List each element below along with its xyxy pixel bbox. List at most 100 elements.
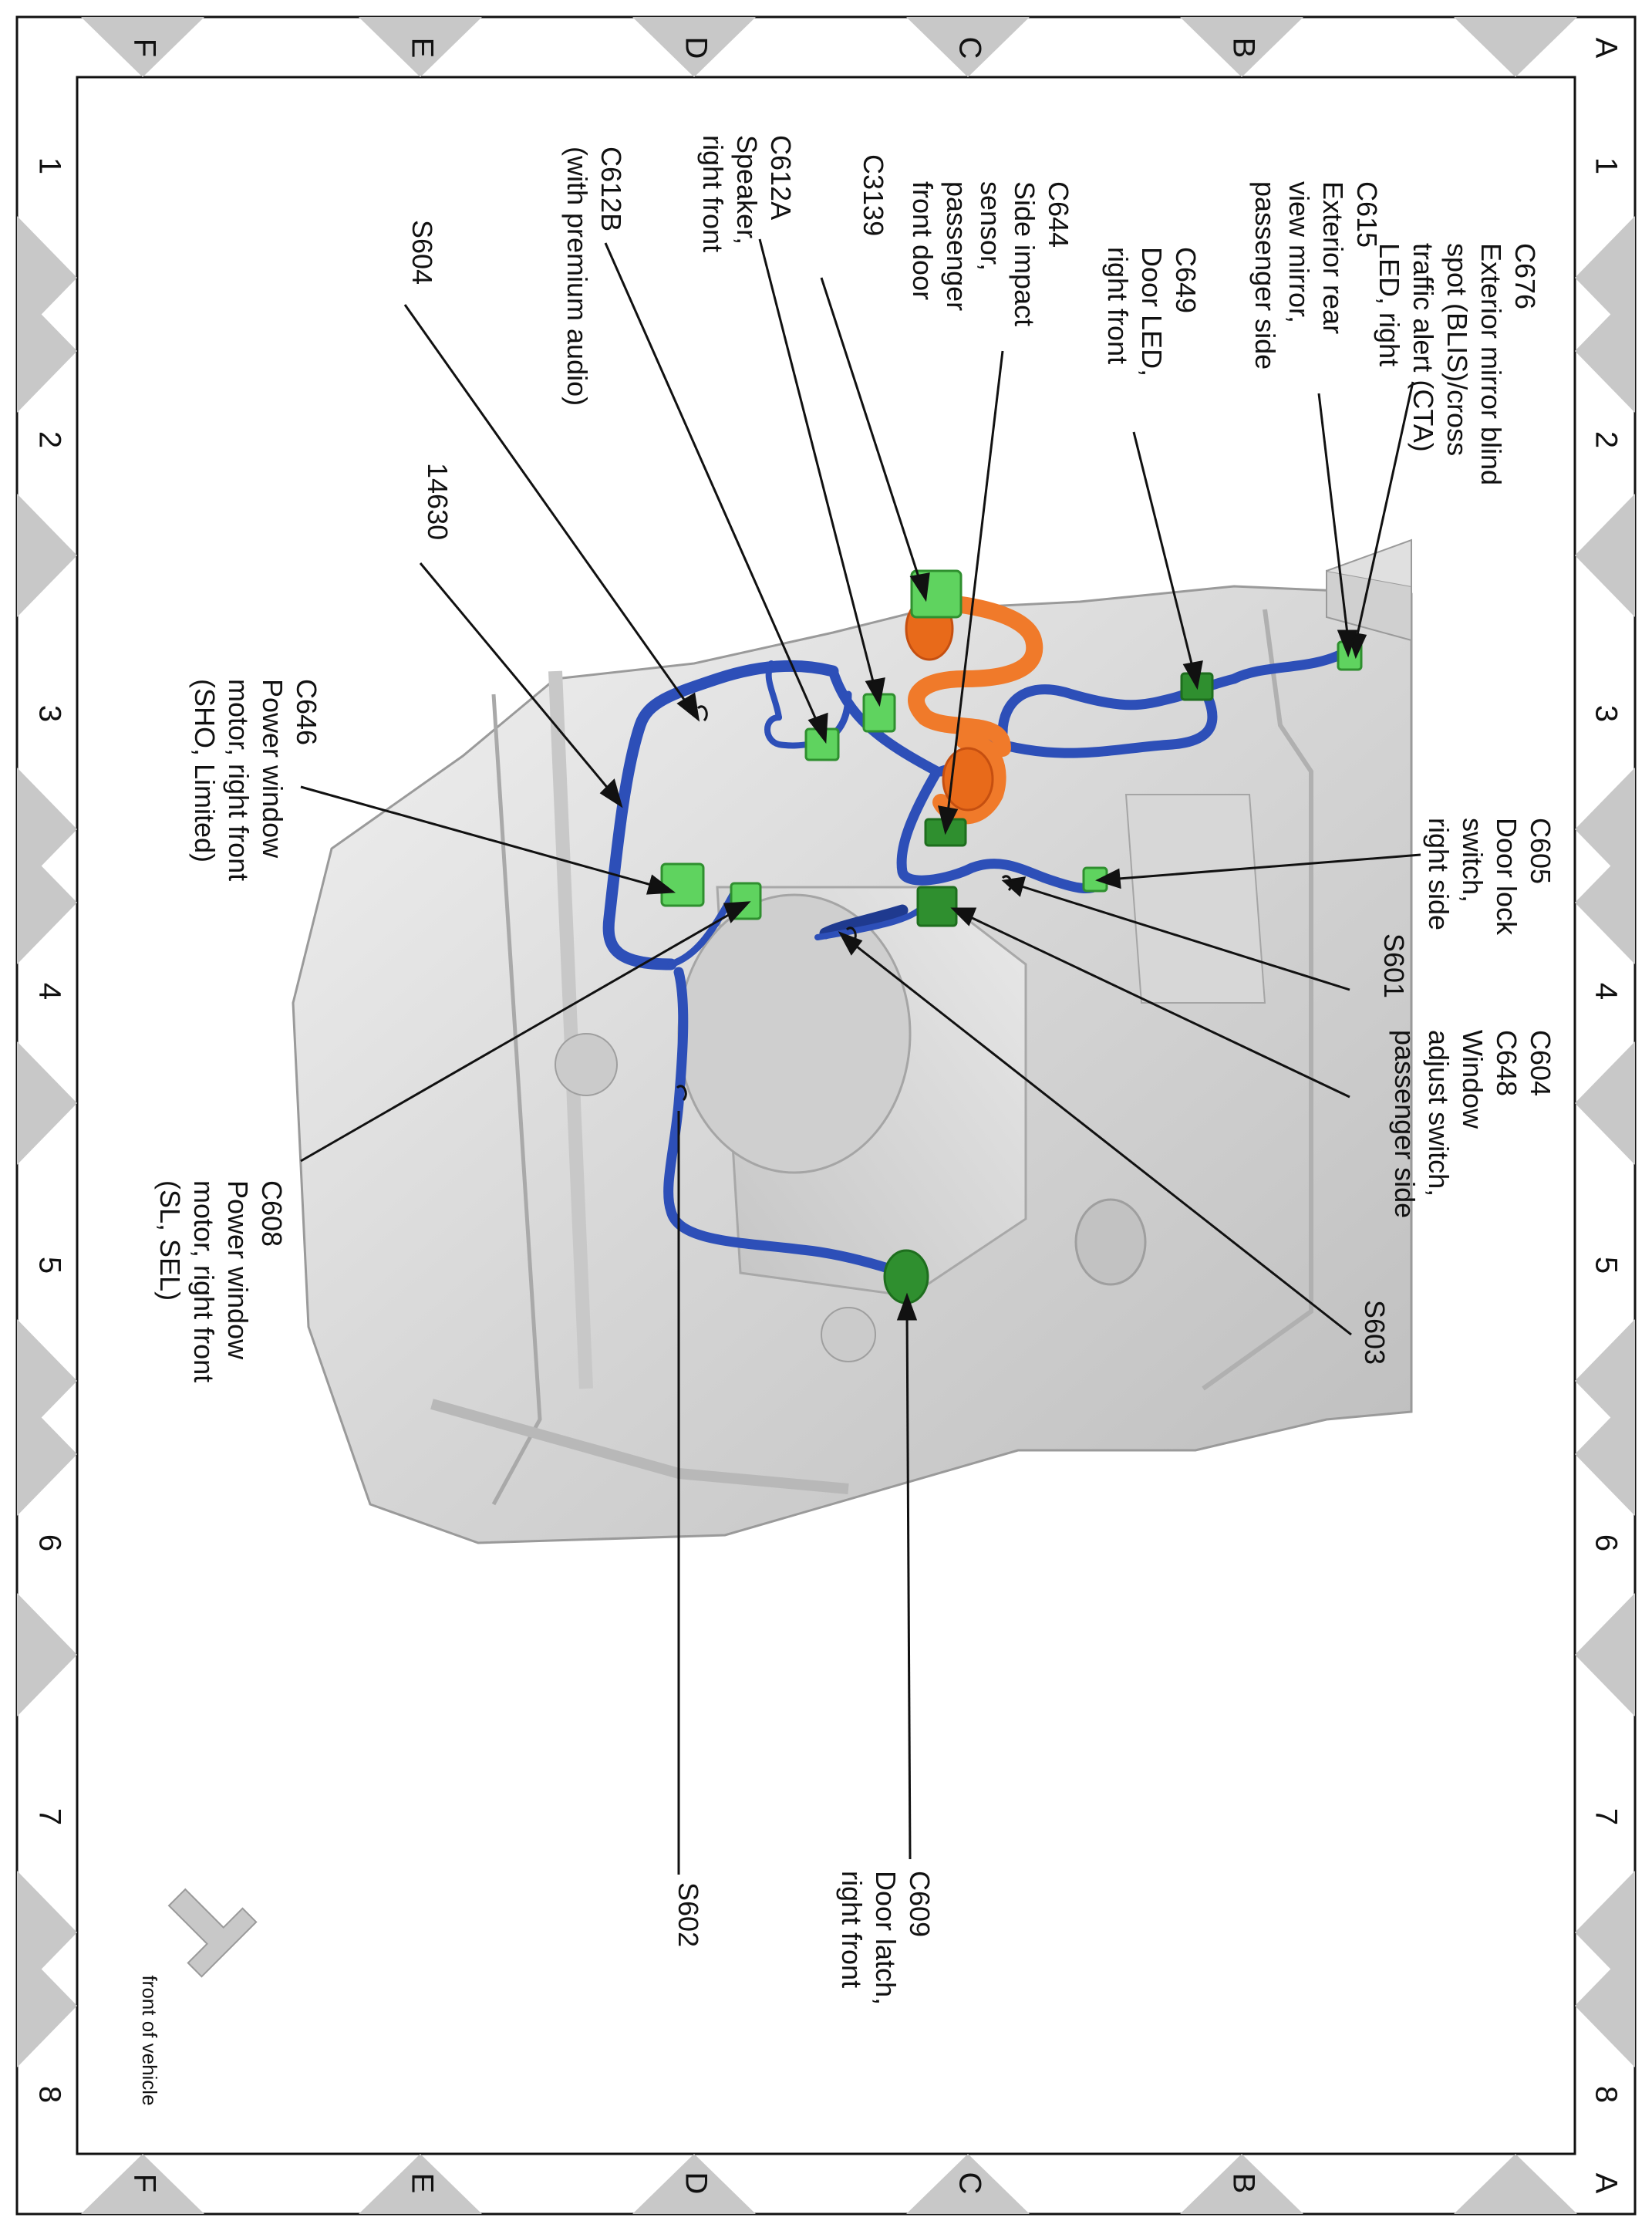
edge-marker	[632, 17, 756, 77]
front-of-vehicle-label: front of vehicle	[138, 1975, 161, 2105]
grid-column-label-4: 4	[1589, 983, 1623, 1000]
grid-row-label-c: C	[952, 2172, 986, 2195]
callout-c615-line-3: passenger side	[1249, 181, 1281, 370]
edge-marker	[1575, 494, 1635, 617]
edge-marker	[632, 2154, 756, 2214]
edge-marker	[17, 1593, 77, 1716]
grid-row-label-b: B	[1226, 2173, 1260, 2194]
callout-n14630-line-0: 14630	[422, 463, 453, 540]
connector-c604-c648	[916, 886, 958, 927]
splice-s602	[676, 1085, 687, 1102]
callout-c3139: C3139	[858, 154, 889, 236]
callout-c604-line-3: adjust switch,	[1423, 1030, 1455, 1197]
grid-row-label-e: E	[405, 2173, 439, 2194]
connector-c646	[660, 862, 705, 907]
connectors	[660, 569, 1363, 1305]
callout-c609-line-2: right front	[836, 1871, 868, 1988]
edge-marker	[81, 17, 204, 77]
grid-row-label-d: D	[679, 37, 713, 59]
edge-marker	[17, 1871, 77, 1994]
callout-c646-line-2: motor, right front	[223, 679, 255, 881]
callout-c612b-line-0: C612B	[595, 147, 627, 231]
edge-marker	[906, 2154, 1030, 2214]
edge-marker	[17, 1319, 77, 1443]
grid-column-label-7: 7	[32, 1808, 66, 1825]
callout-c604-line-2: Window	[1457, 1030, 1488, 1129]
grid-column-label-5: 5	[1589, 1257, 1623, 1274]
callout-c676-line-1: Exterior mirror blind	[1475, 243, 1507, 485]
callout-c615-line-2: view mirror,	[1283, 181, 1315, 323]
callout-c676-line-3: traffic alert (CTA)	[1408, 243, 1439, 452]
edge-marker	[359, 17, 482, 77]
grid-column-label-1: 1	[32, 157, 66, 174]
callout-c612a-line-1: Speaker,	[731, 135, 763, 245]
edge-marker	[1575, 1319, 1635, 1443]
callout-c649-line-0: C649	[1170, 247, 1202, 313]
grid-column-label-7: 7	[1589, 1808, 1623, 1825]
callout-n14630: 14630	[422, 463, 453, 540]
grid-column-label-3: 3	[32, 705, 66, 722]
grid-column-label-6: 6	[1589, 1534, 1623, 1551]
callout-c604-line-0: C604	[1525, 1030, 1556, 1096]
callout-c604-line-4: passenger side	[1389, 1030, 1421, 1218]
grid-row-label-d: D	[679, 2172, 713, 2195]
grid-column-label-3: 3	[1589, 705, 1623, 722]
grid-edge-markers	[17, 17, 1635, 2214]
callout-c612b-line-1: (with premium audio)	[561, 147, 593, 406]
callout-c646-line-1: Power window	[257, 679, 288, 859]
grid-row-label-f: F	[127, 2174, 161, 2192]
callout-c644-line-0: C644	[1043, 181, 1074, 248]
edge-marker	[1575, 1871, 1635, 1994]
grid-column-label-5: 5	[32, 1257, 66, 1274]
edge-marker	[17, 494, 77, 617]
edge-marker	[17, 216, 77, 339]
callout-s603-line-0: S603	[1359, 1300, 1391, 1365]
callout-s602-line-0: S602	[673, 1882, 704, 1947]
grid-row-label-a: A	[1589, 2173, 1623, 2194]
leader-lines	[300, 238, 1421, 1875]
callout-c609-line-0: C609	[904, 1871, 936, 1937]
grid-column-label-2: 2	[1589, 431, 1623, 448]
door-inner-panel	[292, 538, 1413, 1544]
callout-c608-line-3: (SL, SEL)	[154, 1180, 186, 1301]
grid-row-label-f: F	[127, 39, 161, 57]
edge-marker	[1575, 768, 1635, 891]
edge-marker	[1575, 216, 1635, 339]
callout-c3139-line-0: C3139	[858, 154, 889, 236]
callout-s603: S603	[1359, 1300, 1391, 1365]
edge-marker	[1180, 2154, 1303, 2214]
callout-c644-line-3: passenger	[941, 181, 973, 311]
grid-column-label-8: 8	[1589, 2086, 1623, 2103]
edge-marker	[1575, 1593, 1635, 1716]
grid-row-label-a: A	[1589, 38, 1623, 59]
callout-c644-line-2: sensor,	[975, 181, 1006, 271]
edge-marker	[359, 2154, 482, 2214]
callout-s602: S602	[673, 1882, 704, 1947]
callout-c649-line-2: right front	[1102, 247, 1134, 364]
grid-column-label-6: 6	[32, 1534, 66, 1551]
callout-c615-line-0: C615	[1351, 181, 1383, 248]
callout-s604: S604	[406, 220, 438, 285]
edge-marker	[906, 17, 1030, 77]
front-arrow-icon	[167, 1888, 258, 1978]
grid-row-label-b: B	[1226, 38, 1260, 59]
callout-s601: S601	[1378, 933, 1410, 998]
callout-c608-line-2: motor, right front	[188, 1180, 220, 1382]
callout-c676-line-2: spot (BLIS)/cross	[1441, 243, 1473, 456]
callout-c608-line-1: Power window	[222, 1180, 254, 1360]
grid-column-label-1: 1	[1589, 157, 1623, 174]
callout-c612b: C612B(with premium audio)	[561, 147, 627, 406]
grid-column-label-8: 8	[32, 2086, 66, 2103]
callout-c646-line-0: C646	[291, 679, 322, 745]
edge-marker	[1180, 17, 1303, 77]
